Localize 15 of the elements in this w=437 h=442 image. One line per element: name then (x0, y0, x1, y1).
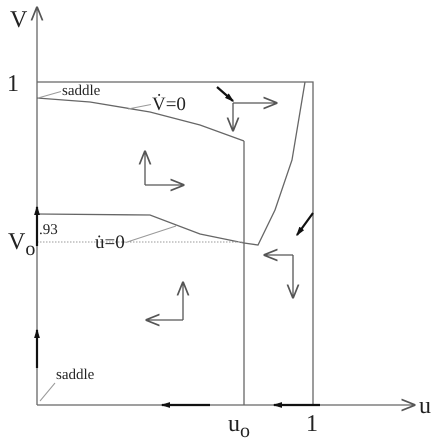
tick-label: .93 (39, 223, 58, 238)
annotation-label: saddle (62, 84, 100, 99)
axis-label: V (10, 8, 28, 32)
leader-line (40, 382, 56, 402)
leader-line (125, 226, 176, 243)
annotation-label: u̇=0 (95, 233, 125, 252)
leader-line (38, 91, 62, 98)
leader-line (128, 104, 152, 110)
tick-label: V$_{o}$ (8, 230, 36, 259)
annotation-label: saddle (56, 368, 94, 383)
tick-label: 1 (306, 412, 318, 436)
axis-label: u (419, 394, 431, 418)
annotation-label: V̇=0 (152, 95, 186, 114)
tick-label: 1 (7, 72, 19, 96)
tick-label: u$_{o}$ (228, 412, 250, 441)
